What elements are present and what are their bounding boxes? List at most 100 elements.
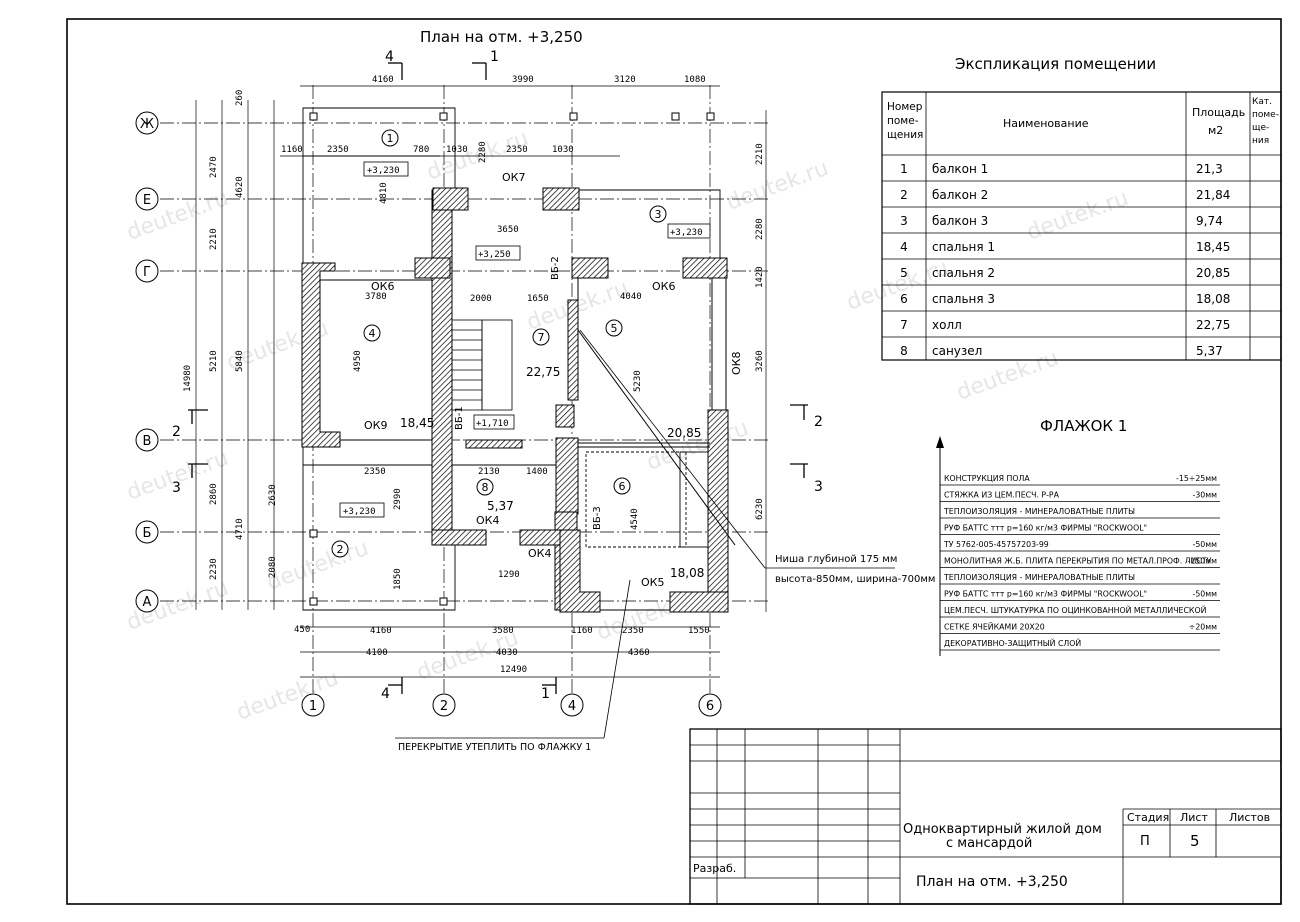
axis-label: 6	[706, 699, 714, 714]
axis-bubbles-horizontal: Ж Е Г В Б А	[135, 111, 159, 613]
svg-text:2210: 2210	[755, 143, 765, 165]
axis-label: А	[143, 595, 152, 610]
room-area: 21,3	[1196, 162, 1223, 176]
flag-layer: ТЕПЛОИЗОЛЯЦИЯ - МИНЕРАЛОВАТНЫЕ ПЛИТЫ	[940, 573, 1220, 585]
flag-layer: РУФ БАТТС ттт p=160 кг/м3 ФИРМЫ "ROCKWOO…	[940, 590, 1220, 601]
stair	[451, 319, 513, 411]
svg-text:2280: 2280	[755, 218, 765, 240]
room-number: 4	[900, 240, 908, 254]
svg-text:1290: 1290	[498, 570, 520, 580]
flag-layer: СТЯЖКА ИЗ ЦЕМ.ПЕСЧ. Р-РА-30мм	[940, 491, 1220, 502]
walls	[301, 187, 729, 613]
svg-text:780: 780	[413, 145, 429, 155]
svg-text:2: 2	[814, 414, 823, 430]
axis-label: Б	[143, 526, 152, 541]
sheet-label: Лист	[1180, 811, 1208, 824]
watermark: deutek.ru	[1024, 186, 1132, 246]
svg-text:5: 5	[611, 322, 618, 335]
title-block: Одноквартирный жилой дом с мансардой Пла…	[689, 728, 1282, 905]
flag-layer-text: СЕТКЕ ЯЧЕЙКАМИ 20Х20	[944, 623, 1045, 632]
svg-text:4: 4	[385, 49, 394, 65]
svg-text:ОК7: ОК7	[502, 171, 525, 184]
beam-labels: ВБ-2 ВБ-1 ВБ-3	[454, 256, 603, 530]
svg-text:3990: 3990	[512, 75, 534, 85]
room-area: 5,37	[1196, 344, 1223, 358]
flag-layer-value: -50мм	[1193, 590, 1218, 599]
room-area: 21,84	[1196, 188, 1230, 202]
svg-text:+3,250: +3,250	[478, 250, 511, 260]
bottom-dims: 4160 3580 1160 2350 1550 4100 4030 4360 …	[366, 626, 710, 675]
svg-text:2630: 2630	[268, 484, 278, 506]
project-name-line1: Одноквартирный жилой дом	[903, 822, 1102, 837]
room-area: 20,85	[1196, 266, 1230, 280]
flag-layer-text: РУФ БАТТС ттт p=160 кг/м3 ФИРМЫ "ROCKWOO…	[944, 524, 1147, 533]
svg-text:2470: 2470	[209, 156, 219, 178]
left-dims: 260 2470 2210 5210 2860 2230 450 4620 58…	[183, 90, 310, 635]
stage-value: П	[1140, 834, 1150, 849]
room-name: холл	[932, 318, 962, 332]
svg-text:3650: 3650	[497, 225, 519, 235]
svg-text:ОК6: ОК6	[371, 280, 394, 293]
sheet-value: 5	[1190, 832, 1200, 850]
svg-text:ОК6: ОК6	[652, 280, 675, 293]
svg-text:4710: 4710	[235, 518, 245, 540]
header-category: Кат.поме-ще-ния	[1252, 97, 1279, 146]
svg-text:1030: 1030	[552, 145, 574, 155]
flag-layer-text: ЦЕМ.ПЕСЧ. ШТУКАТУРКА ПО ОЦИНКОВАННОЙ МЕТ…	[944, 606, 1207, 615]
svg-text:8: 8	[482, 481, 489, 494]
svg-text:ОК8: ОК8	[730, 352, 743, 375]
sheet-title: План на отм. +3,250	[916, 874, 1068, 890]
svg-text:4360: 4360	[628, 648, 650, 658]
svg-text:260: 260	[235, 90, 245, 106]
dimension-lines	[195, 85, 767, 678]
svg-text:ОК9: ОК9	[364, 419, 387, 432]
flag-layer-value: ÷20мм	[1189, 623, 1217, 632]
section-marks	[188, 62, 808, 694]
room-name: санузел	[932, 344, 982, 358]
svg-text:2130: 2130	[478, 467, 500, 477]
svg-text:5230: 5230	[633, 370, 643, 392]
svg-text:2: 2	[172, 424, 181, 440]
flag-layer: РУФ БАТТС ттт p=160 кг/м3 ФИРМЫ "ROCKWOO…	[940, 524, 1220, 535]
svg-text:высота-850мм, ширина-700мм: высота-850мм, ширина-700мм	[775, 574, 935, 585]
flag-layer: ТЕПЛОИЗОЛЯЦИЯ - МИНЕРАЛОВАТНЫЕ ПЛИТЫ	[940, 507, 1220, 519]
svg-text:3260: 3260	[755, 350, 765, 372]
flag-layer-text: МОНОЛИТНАЯ Ж.Б. ПЛИТА ПЕРЕКРЫТИЯ ПО МЕТА…	[944, 557, 1212, 566]
axis-label: Ж	[140, 117, 154, 132]
flag-layer-text: ТЕПЛОИЗОЛЯЦИЯ - МИНЕРАЛОВАТНЫЕ ПЛИТЫ	[943, 507, 1135, 516]
svg-text:4810: 4810	[379, 182, 389, 204]
svg-text:450: 450	[294, 625, 310, 635]
svg-text:ВБ-3: ВБ-3	[592, 506, 603, 530]
flag-title: ФЛАЖОК 1	[1040, 417, 1127, 435]
svg-text:+1,710: +1,710	[476, 419, 509, 429]
svg-text:2280: 2280	[478, 141, 488, 163]
watermark: deutek.ru	[724, 156, 832, 216]
partitions	[320, 278, 736, 611]
flag-layer-text: РУФ БАТТС ттт p=160 кг/м3 ФИРМЫ "ROCKWOO…	[944, 590, 1147, 599]
svg-text:2: 2	[337, 543, 344, 556]
flag-layer-value: -50мм	[1193, 540, 1218, 549]
room-areas: 18,45 20,85 22,75 5,37 18,08	[400, 365, 704, 580]
flag-layer: ТУ 5762-005-45757203-99 -50мм	[940, 540, 1220, 552]
section-labels: 4 1 4 1 2 3 2 3	[172, 49, 823, 702]
room-name: балкон 3	[932, 214, 988, 228]
svg-text:4100: 4100	[366, 648, 388, 658]
room-name: балкон 2	[932, 188, 988, 202]
plan-title: План на отм. +3,250	[420, 28, 583, 46]
flag-layer-text: ТУ 5762-005-45757203-99	[943, 540, 1049, 549]
top-dims: 4160 3990 3120 1080 1160 2350 780 1030 2…	[281, 75, 706, 163]
svg-text:1: 1	[541, 686, 550, 702]
svg-text:ПЕРЕКРЫТИЕ УТЕПЛИТЬ ПО ФЛАЖКУ: ПЕРЕКРЫТИЕ УТЕПЛИТЬ ПО ФЛАЖКУ 1	[398, 742, 591, 753]
svg-text:4: 4	[369, 327, 376, 340]
flag-layer: СЕТКЕ ЯЧЕЙКАМИ 20Х20 ÷20мм	[940, 623, 1220, 634]
explication-row: 8 санузел 5,37	[900, 344, 1223, 358]
room-number: 8	[900, 344, 908, 358]
svg-text:1850: 1850	[393, 568, 403, 590]
svg-text:3120: 3120	[614, 75, 636, 85]
svg-text:1650: 1650	[527, 294, 549, 304]
